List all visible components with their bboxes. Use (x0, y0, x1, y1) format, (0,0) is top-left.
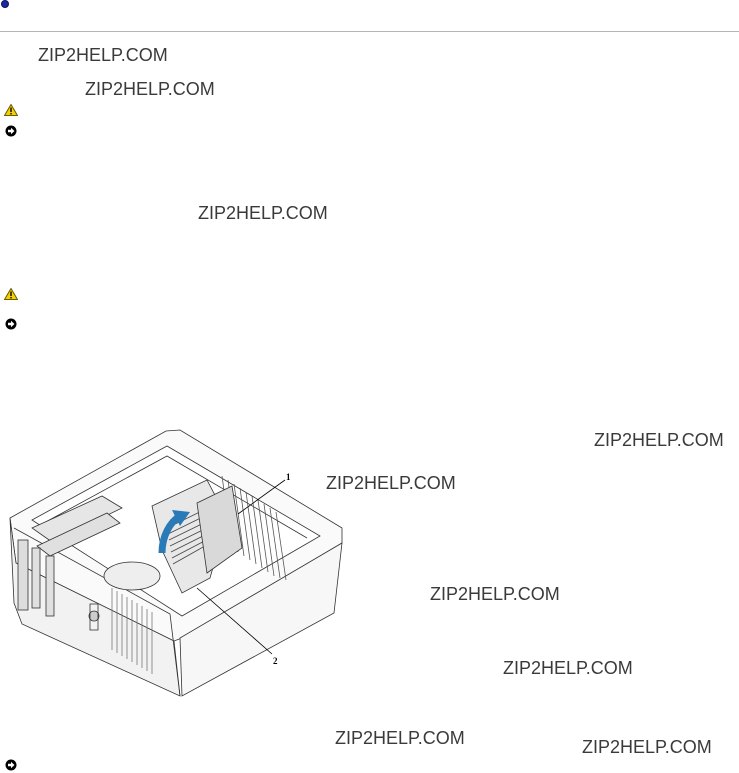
notice-icon (5, 759, 17, 771)
notice-icon (5, 318, 17, 330)
watermark-text: ZIP2HELP.COM (335, 728, 465, 748)
watermark-text: ZIP2HELP.COM (594, 430, 724, 450)
computer-chassis-illustration: 1 2 (9, 429, 343, 697)
watermark-text: ZIP2HELP.COM (503, 658, 633, 678)
notice-icon (5, 125, 17, 137)
callout-2: 2 (273, 656, 278, 666)
warning-icon (4, 288, 18, 300)
warning-icon (4, 104, 18, 116)
watermark-text: ZIP2HELP.COM (582, 737, 712, 757)
watermark-text: ZIP2HELP.COM (430, 584, 560, 604)
watermark-text: ZIP2HELP.COM (38, 45, 168, 65)
callout-1: 1 (286, 472, 291, 482)
header-divider (0, 31, 739, 32)
watermark-text: ZIP2HELP.COM (198, 203, 328, 223)
watermark-text: ZIP2HELP.COM (326, 473, 456, 493)
bullet-icon (1, 0, 9, 8)
watermark-text: ZIP2HELP.COM (85, 79, 215, 99)
